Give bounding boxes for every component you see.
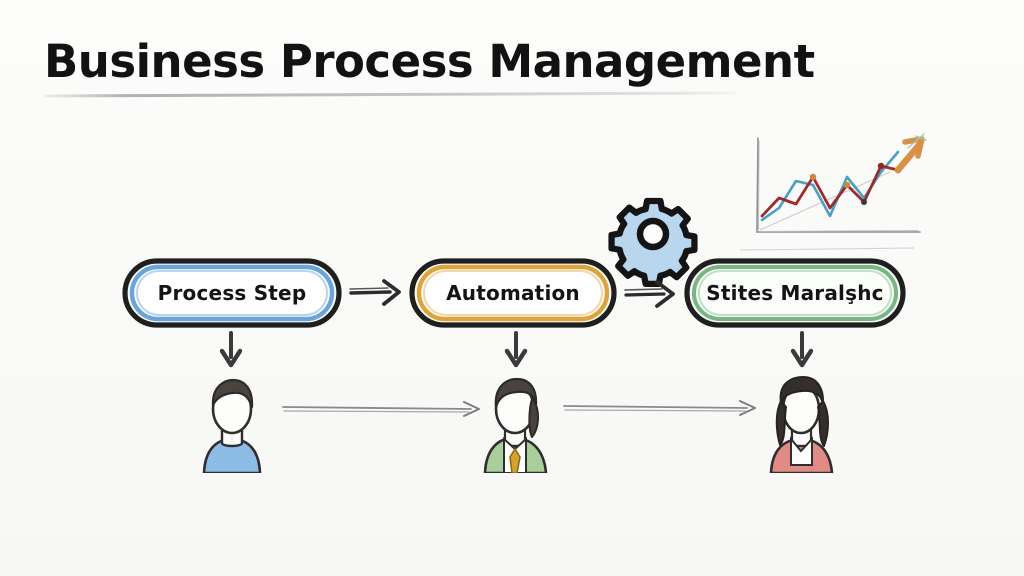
person-hair-left	[775, 400, 787, 446]
arrow-shaft-ghost	[349, 287, 389, 290]
chart-marker	[861, 199, 867, 205]
chart-marker	[877, 162, 885, 170]
gear-icon	[601, 183, 705, 287]
person-avatar-2	[468, 369, 564, 475]
connector-arrow-1	[348, 276, 410, 310]
connector-arrow-1-svg	[349, 279, 401, 306]
down-arrow-2-svg	[504, 331, 528, 368]
flow-stage-stites-maralshc[interactable]: Stites Maralşhc	[678, 254, 912, 332]
arrow-head	[504, 348, 528, 368]
arrow-head	[655, 280, 675, 308]
gear-icon-svg	[608, 197, 698, 287]
arrow-shaft	[563, 405, 748, 409]
person-hair	[211, 378, 254, 409]
down-arrow-automation	[502, 331, 530, 375]
arrow-shaft	[282, 406, 472, 410]
person-hair-side	[528, 398, 539, 438]
chart-axis-x-ghost	[759, 230, 919, 232]
arrow-head	[463, 401, 480, 417]
chart-trend-arrow-shaft	[894, 140, 924, 174]
connector-arrow-2	[622, 276, 684, 310]
pill-inner-light	[423, 270, 603, 316]
flow-stage-label: Process Step	[157, 281, 307, 305]
automation-pill	[409, 258, 617, 328]
flow-stage-label: Automation	[446, 281, 580, 305]
arrow-head	[790, 348, 814, 368]
arrow-head	[382, 279, 401, 306]
people-flow-arrow-2	[562, 396, 762, 420]
arrow-shaft-ghost	[564, 409, 746, 412]
page-title: Business Process Management	[43, 35, 815, 98]
connector-arrow-2-svg	[624, 280, 675, 308]
flow-stage-automation[interactable]: Automation	[404, 254, 622, 332]
person-1-svg	[202, 378, 262, 475]
chart-series-red	[760, 154, 912, 218]
people-arrow-2-svg	[563, 400, 756, 416]
arrow-shaft	[349, 290, 392, 295]
person-3-svg	[769, 376, 834, 475]
person-avatar-1	[184, 369, 280, 475]
chart-title	[928, 128, 929, 129]
title-underline	[43, 91, 737, 98]
chart-arrow-ghost	[907, 133, 925, 149]
arrow-head	[219, 348, 243, 368]
arrow-shaft-ghost	[283, 410, 470, 413]
down-arrow-1-svg	[219, 331, 243, 368]
person-hair-right	[817, 400, 829, 447]
stites-maralshc-pill	[684, 258, 906, 328]
chart-axes	[756, 137, 921, 233]
arrow-shaft	[624, 292, 666, 297]
gear-center-hole	[636, 217, 670, 251]
flow-stage-process-step[interactable]: Process Step	[116, 254, 348, 332]
chart-axis-y-ghost	[758, 140, 760, 231]
chart-marker	[809, 173, 817, 181]
chart-series-blue	[760, 150, 900, 222]
chart-baseline-rule	[739, 247, 915, 251]
down-arrow-stites-maralshc	[788, 331, 816, 375]
people-arrow-1-svg	[282, 401, 480, 417]
person-2-svg	[483, 377, 548, 475]
flow-stage-label: Stites Maralşhc	[706, 281, 884, 305]
arrow-head	[739, 400, 756, 416]
people-flow-arrow-1	[281, 396, 487, 420]
page-title-text: Business Process Management	[44, 35, 815, 88]
down-arrow-process-step	[217, 331, 245, 375]
arrow-shaft-ghost	[624, 288, 663, 291]
person-avatar-3	[754, 369, 850, 475]
pill-inner-light	[698, 270, 892, 316]
chart-marker	[843, 181, 851, 189]
chart-svg	[739, 133, 927, 251]
process-step-pill	[122, 258, 342, 328]
growth-chart-sketch	[738, 128, 928, 256]
pill-inner-light	[136, 270, 328, 316]
person-collar	[790, 436, 813, 466]
down-arrow-3-svg	[790, 331, 814, 368]
chart-arrow-ghost-2	[915, 135, 927, 141]
